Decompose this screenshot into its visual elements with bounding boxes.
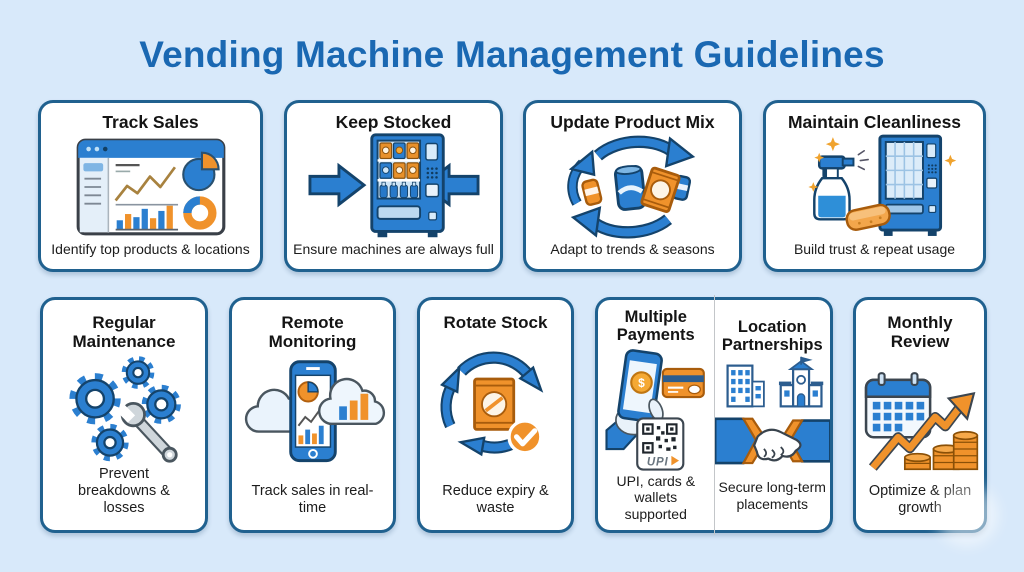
card-subtitle: Track sales in real-time: [251, 482, 374, 516]
calendar-growth-icon: [864, 372, 979, 471]
card-track-sales: Track Sales: [38, 100, 263, 272]
card-subtitle: Reduce expiry & waste: [442, 482, 549, 516]
upi-logo-text: UPI: [647, 456, 669, 468]
gears-wrench-icon: [69, 355, 181, 463]
card-subtitle: Ensure machines are always full: [293, 241, 494, 258]
page-title: Vending Machine Management Guidelines: [139, 34, 885, 75]
product-cycle-icon: [566, 135, 695, 239]
stock-rotation-check-icon: [439, 352, 543, 457]
card-title: Track Sales: [102, 112, 199, 132]
card-title: Location Partnerships: [721, 317, 823, 355]
restock-vending-machine-icon: [308, 133, 479, 238]
card-subtitle: Prevent breakdowns & losses: [78, 465, 170, 516]
watermark-glow: [936, 484, 998, 546]
mobile-payment-icon: $ UPI: [605, 349, 705, 471]
card-title: Maintain Cleanliness: [787, 112, 962, 132]
card-keep-stocked: Keep Stocked: [284, 100, 503, 272]
card-multiple-payments: Multiple Payments $: [598, 294, 715, 536]
card-subtitle: UPI, cards & wallets supported: [616, 472, 696, 522]
card-subtitle: Adapt to trends & seasons: [550, 241, 715, 258]
card-remote-monitoring: Remote Monitoring Track sale: [229, 297, 396, 533]
card-payments-partnerships: Multiple Payments $: [595, 294, 833, 536]
card-location-partnerships: Location Partnerships: [714, 305, 830, 525]
card-title: Regular Maintenance: [72, 313, 176, 352]
card-subtitle: Identify top products & locations: [51, 241, 250, 258]
card-subtitle: Build trust & repeat usage: [793, 241, 956, 258]
sales-dashboard-icon: [76, 138, 225, 236]
card-title: Monthly Review: [887, 313, 953, 352]
card-title: Update Product Mix: [550, 112, 715, 132]
card-title: Keep Stocked: [335, 112, 452, 132]
card-monthly-review: Monthly Review: [853, 297, 987, 533]
card-rotate-stock: Rotate Stock Reduce expiry &: [417, 297, 574, 533]
card-maintain-cleanliness: Maintain Cleanliness: [763, 100, 986, 272]
card-regular-maintenance: Regular Maintenance: [40, 297, 208, 533]
cleaning-supplies-icon: [807, 134, 956, 237]
handshake-buildings-icon: [714, 356, 830, 465]
dollar-glyph: $: [638, 376, 645, 390]
card-title: Multiple Payments: [616, 307, 695, 345]
card-subtitle: Secure long-term placements: [718, 479, 826, 512]
card-update-product-mix: Update Product Mix: [523, 100, 742, 272]
card-title: Remote Monitoring: [268, 313, 357, 352]
card-title: Rotate Stock: [443, 313, 548, 332]
phone-cloud-analytics-icon: [244, 360, 385, 463]
